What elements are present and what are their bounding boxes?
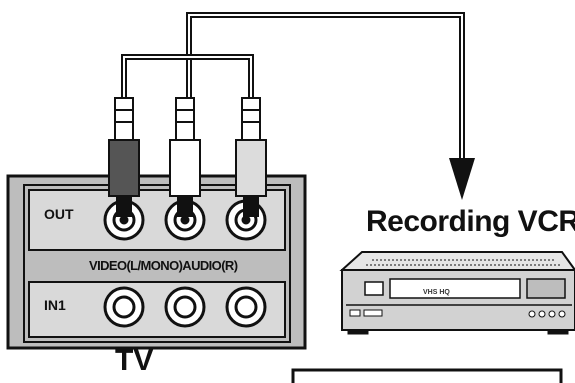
vcr-device	[339, 251, 575, 335]
in1-jacks	[103, 286, 267, 328]
out-jack-label: OUT	[44, 206, 74, 222]
vcr-brand-logo: VHS HQ	[423, 289, 450, 296]
cable-bundle	[121, 12, 465, 163]
rca-plug-audio-left	[169, 97, 201, 217]
rca-plug-audio-right	[235, 97, 267, 217]
tv-label: TV	[115, 344, 154, 377]
arrow-head	[449, 158, 475, 200]
in1-jack-label: IN1	[44, 297, 66, 313]
recording-vcr-label: Recording VCR	[366, 205, 575, 238]
second-device-outline	[291, 368, 563, 383]
rca-plug-video	[108, 97, 140, 217]
jack-type-label: VIDEO(L/MONO)AUDIO(R)	[89, 258, 238, 273]
